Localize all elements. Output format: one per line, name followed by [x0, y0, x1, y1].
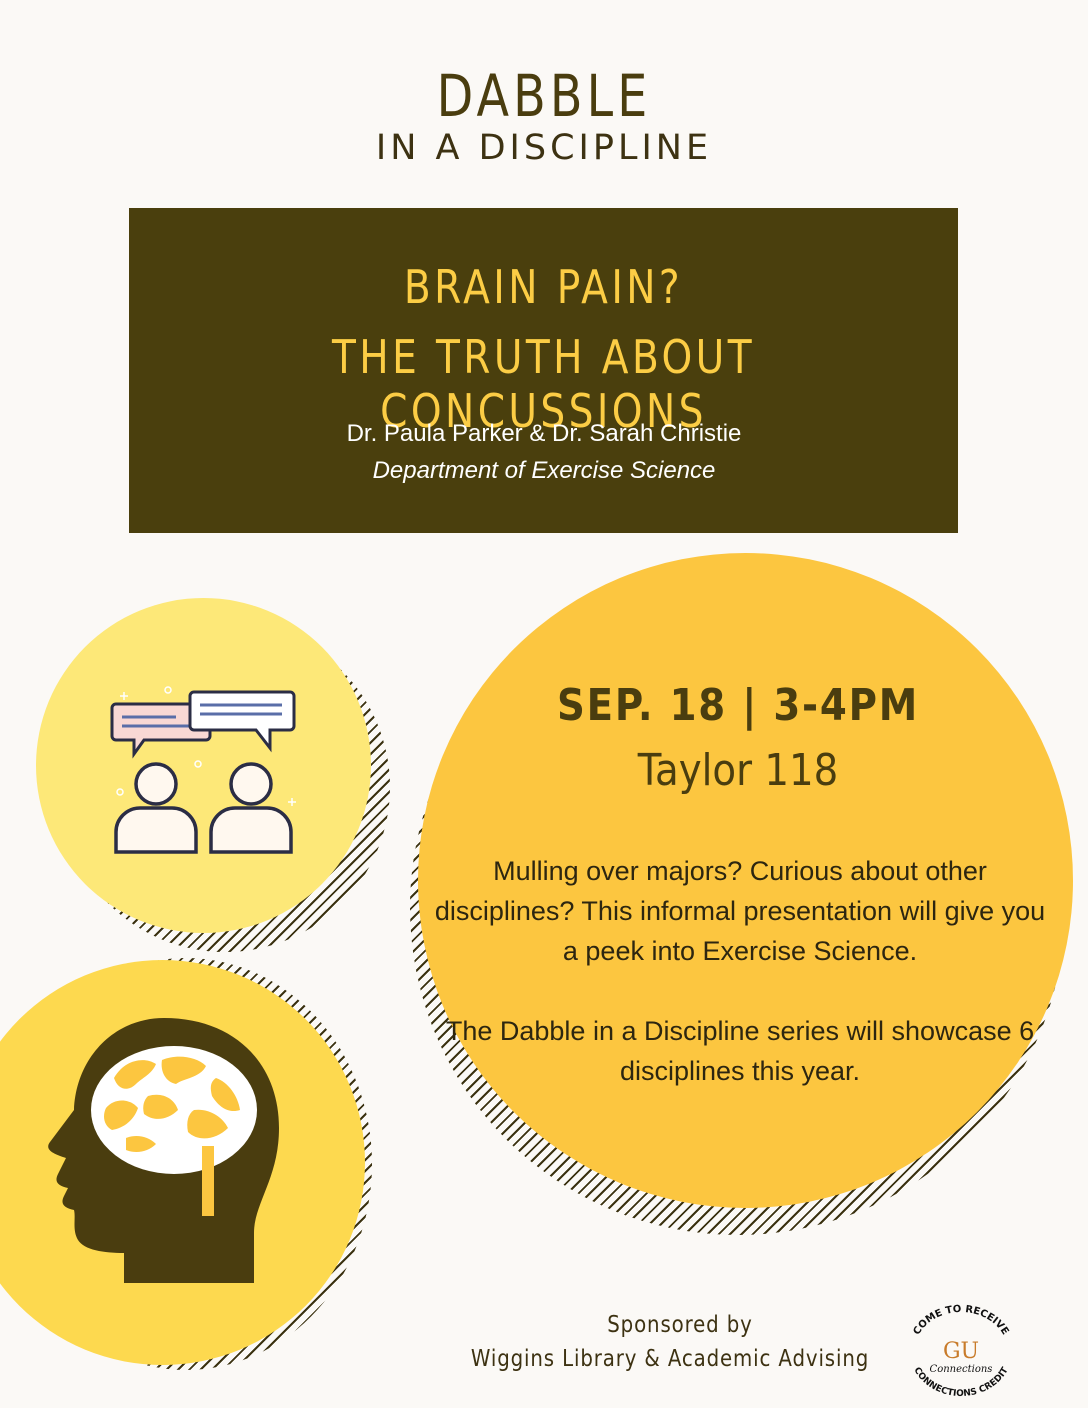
poster-subtitle: IN A DISCIPLINE	[375, 128, 713, 168]
brain-head-icon	[48, 1018, 279, 1283]
event-description: Mulling over majors? Curious about other…	[434, 856, 1046, 966]
speakers: Dr. Paula Parker & Dr. Sarah Christie	[346, 420, 742, 447]
talk-title-line2: THE TRUTH ABOUT CONCUSSIONS	[332, 330, 755, 438]
conversation-icon	[110, 686, 296, 854]
badge-monogram: GU	[943, 1339, 979, 1364]
sponsor-label: Sponsored by	[607, 1312, 753, 1338]
conversation-circle	[36, 598, 371, 933]
badge-top-text: COME TO RECEIVE	[911, 1304, 1010, 1337]
sponsor-names: Wiggins Library & Academic Advising	[470, 1346, 870, 1372]
event-date-time: SEP. 18 | 3-4PM	[556, 680, 920, 731]
badge-middle-text: Connections	[930, 1364, 993, 1375]
series-description: The Dabble in a Discipline series will s…	[445, 1016, 1035, 1086]
title-banner	[129, 208, 958, 533]
event-info-circle	[418, 553, 1073, 1208]
department: Department of Exercise Science	[372, 457, 716, 484]
event-location: Taylor 118	[637, 745, 839, 796]
talk-title-line1: BRAIN PAIN?	[403, 260, 684, 314]
poster-title: DABBLE	[436, 62, 652, 130]
connections-credit-badge: COME TO RECEIVE GU Connections CONNECTIO…	[911, 1304, 1011, 1399]
